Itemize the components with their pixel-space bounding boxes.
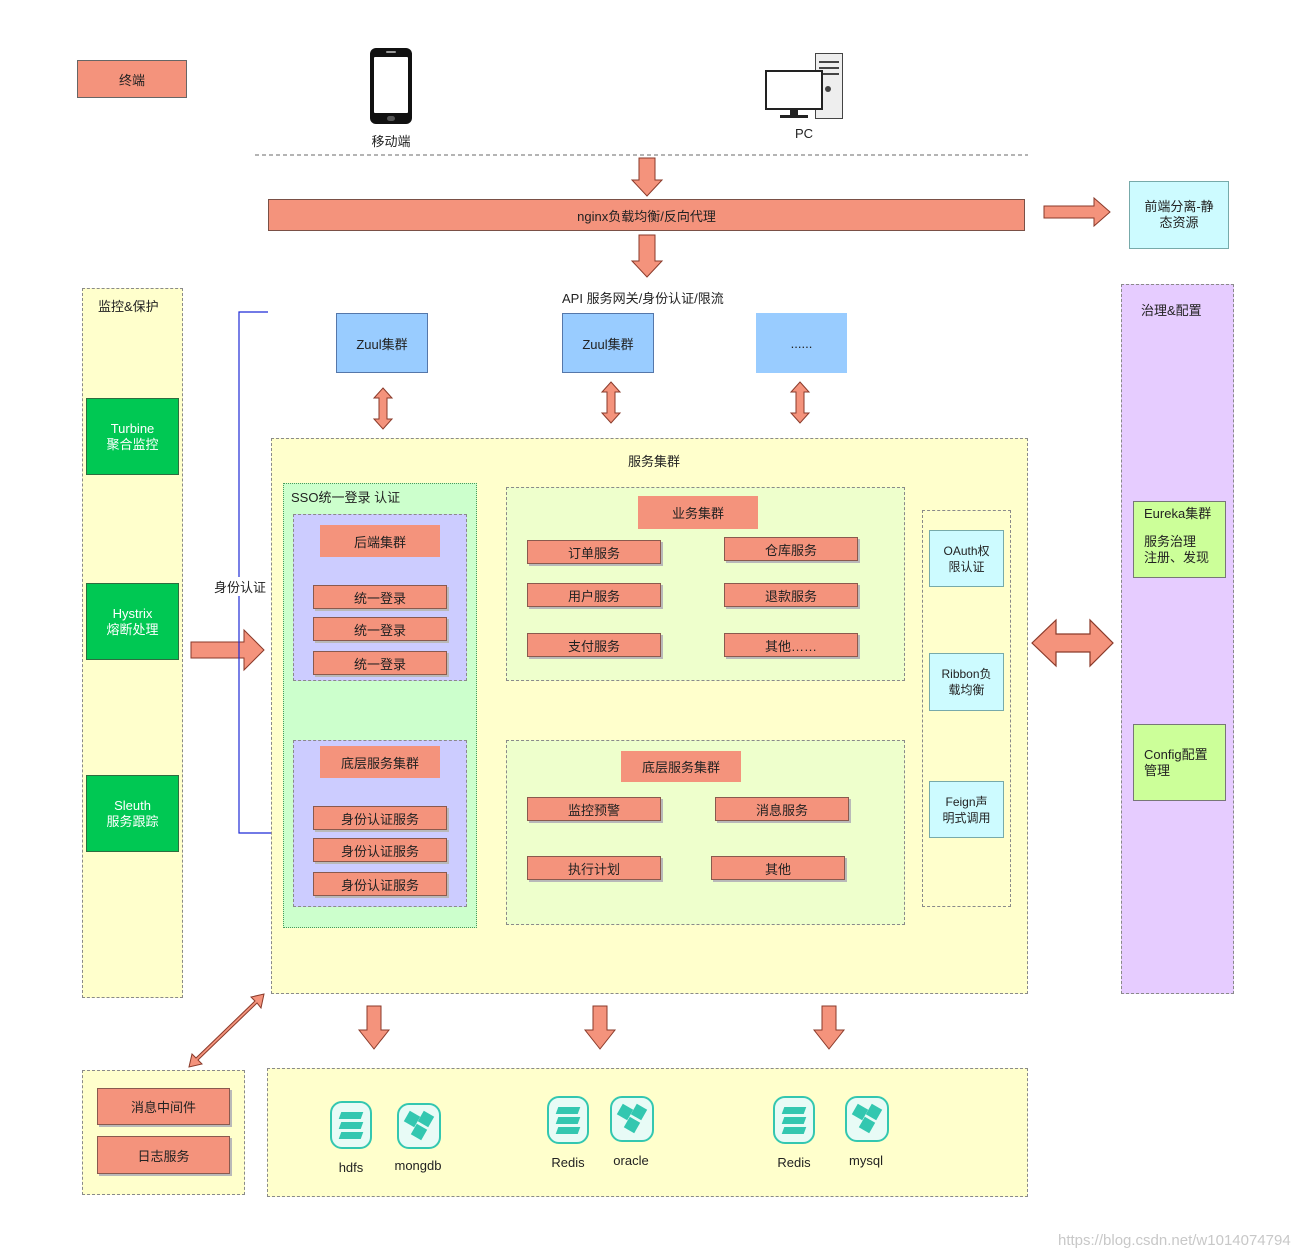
sleuth-line1: Sleuth [114,797,151,813]
frontend-label: 前端分离-静态资源 [1144,199,1214,230]
mongdb-label: mongdb [394,1158,442,1173]
config-box: Config配置 管理 [1133,724,1226,801]
identity-auth-service-1: 身份认证服务 [313,806,447,830]
storage-arrow-1 [357,1005,391,1050]
sso-title: SSO统一登录 认证 [291,490,401,505]
storage-arrow-3 [812,1005,846,1050]
user-service: 用户服务 [527,583,661,607]
api-gateway-label: API 服务网关/身份认证/限流 [562,291,724,306]
mysql-icon [845,1096,889,1142]
identity-auth-service-3: 身份认证服务 [313,872,447,896]
turbine-box: Turbine 聚合监控 [86,398,179,475]
message-middleware: 消息中间件 [97,1088,230,1125]
oracle-label: oracle [613,1153,649,1168]
unified-login-2: 统一登录 [313,617,447,641]
business-cluster-header: 业务集群 [638,496,758,529]
other-business-service: 其他…… [724,633,858,657]
ribbon-box: Ribbon负 载均衡 [929,653,1004,711]
eureka-box: Eureka集群 服务治理 注册、发现 [1133,501,1226,578]
zuul-cluster-2: Zuul集群 [562,313,654,373]
hdfs-icon [330,1101,372,1149]
mobile-label: 移动端 [371,134,411,149]
oauth-line2: 限认证 [948,559,985,574]
identity-auth-label: 身份认证 [214,577,267,596]
frontend-static-resources: 前端分离-静态资源 [1129,181,1229,249]
monitor-title: 监控&保护 [98,299,159,314]
eureka-line3: 服务治理 [1144,534,1197,549]
hystrix-box: Hystrix 熔断处理 [86,583,179,660]
zuul1-double-arrow [372,387,394,430]
turbine-line1: Turbine [110,420,155,436]
mobile-phone-icon [370,48,412,124]
unified-login-3: 统一登录 [313,651,447,675]
oauth-box: OAuth权 限认证 [929,530,1004,587]
governance-title: 治理&配置 [1141,303,1202,318]
unified-login-1: 统一登录 [313,585,447,609]
middleware-diagonal-arrow [188,993,265,1068]
feign-box: Feign声 明式调用 [929,781,1004,838]
redis-icon-1 [547,1096,589,1144]
pc-label: PC [794,126,814,141]
monitor-alert-service: 监控预警 [527,797,661,821]
zuul-cluster-more: ...... [756,313,847,373]
service-cluster-title: 服务集群 [628,454,681,469]
backend-cluster-header: 后端集群 [320,525,440,557]
oauth-line1: OAuth权 [943,543,990,558]
watermark: https://blog.csdn.net/w1014074794 [1058,1232,1291,1249]
identity-auth-service-2: 身份认证服务 [313,838,447,862]
legend-terminal: 终端 [77,60,187,98]
eureka-line2 [1144,522,1215,534]
zuul2-double-arrow [600,381,622,424]
mysql-label: mysql [849,1153,883,1168]
oracle-icon [610,1096,654,1142]
hdfs-label: hdfs [338,1160,364,1175]
desktop-pc-icon [765,53,845,121]
hystrix-line1: Hystrix [112,605,153,621]
order-service: 订单服务 [527,540,661,564]
feign-line1: Feign声 [945,794,988,809]
sso-base-cluster-header: 底层服务集群 [320,746,440,778]
warehouse-service: 仓库服务 [724,537,858,561]
right-arrow-to-frontend [1043,196,1111,228]
config-line1: Config配置 [1144,747,1208,762]
down-arrow-to-gateway [630,234,664,278]
redis-label-2: Redis [777,1155,811,1170]
config-line2: 管理 [1144,763,1171,778]
refund-service: 退款服务 [724,583,858,607]
mongdb-icon [397,1103,441,1149]
governance-config-panel [1121,284,1234,994]
storage-arrow-2 [583,1005,617,1050]
zuul3-double-arrow [789,381,811,424]
feign-line2: 明式调用 [942,810,991,825]
hystrix-line2: 熔断处理 [106,621,159,637]
down-arrow-to-nginx [630,157,664,197]
auth-connector-line [238,311,290,838]
execution-plan-service: 执行计划 [527,856,661,880]
governance-double-arrow [1031,618,1114,668]
zuul-cluster-1: Zuul集群 [336,313,428,373]
redis-icon-2 [773,1096,815,1144]
base-services-header: 底层服务集群 [621,751,741,782]
eureka-line4: 注册、发现 [1144,550,1210,565]
eureka-line1: Eureka集群 [1144,506,1212,521]
ribbon-line1: Ribbon负 [941,667,992,681]
redis-label-1: Redis [551,1155,585,1170]
ribbon-line2: 载均衡 [948,683,985,697]
other-base-service: 其他 [711,856,845,880]
sleuth-line2: 服务跟踪 [106,813,159,829]
payment-service: 支付服务 [527,633,661,657]
message-service: 消息服务 [715,797,849,821]
nginx-load-balancer-bar: nginx负载均衡/反向代理 [268,199,1025,231]
storage-panel [267,1068,1028,1197]
log-service: 日志服务 [97,1136,230,1174]
sleuth-box: Sleuth 服务跟踪 [86,775,179,852]
turbine-line2: 聚合监控 [106,436,159,452]
monitor-to-service-arrow [190,628,265,672]
